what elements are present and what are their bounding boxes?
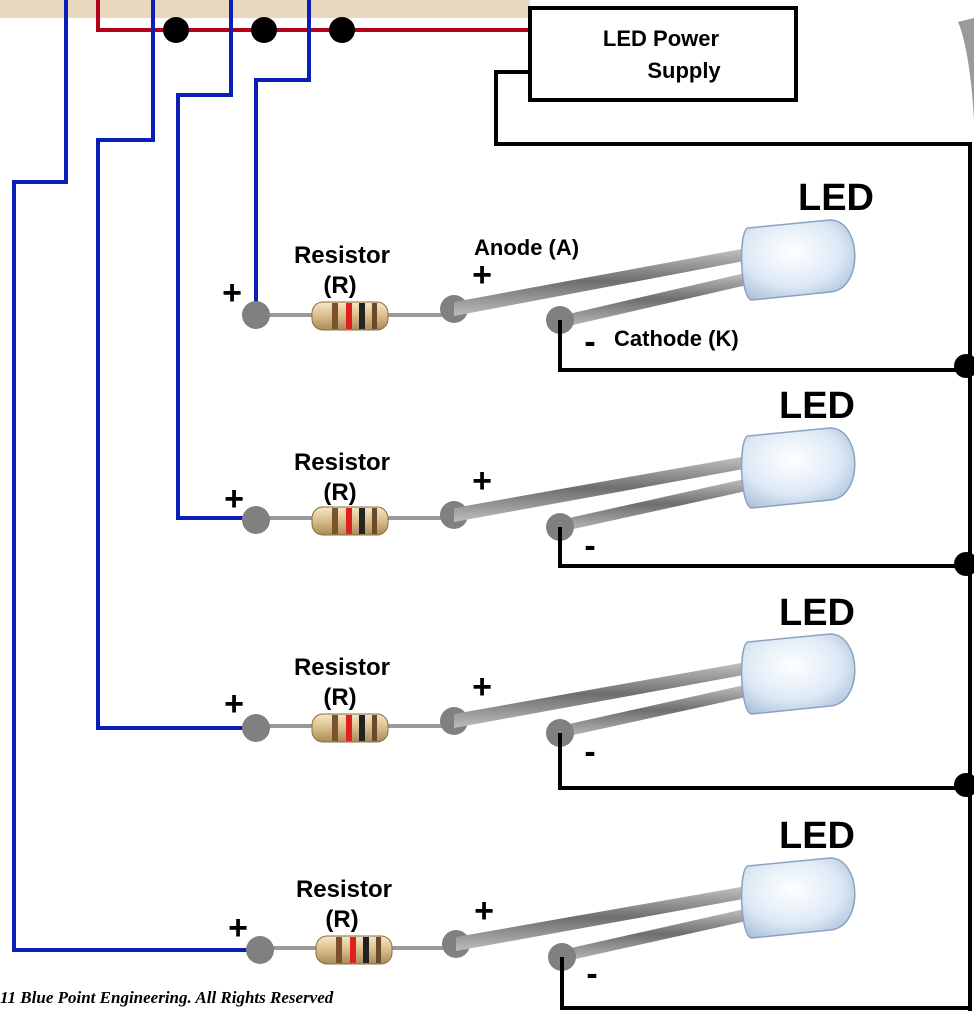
bus-junction-2	[251, 17, 277, 43]
led-circuit-3: LED Resistor (R) + + -	[224, 592, 974, 797]
ground-junction-3	[954, 773, 974, 797]
resistor-label-2: Resistor	[294, 449, 390, 476]
minus-2: -	[584, 527, 595, 565]
bus-junction-1	[163, 17, 189, 43]
resistor-symbol-label-1: (R)	[323, 272, 356, 299]
plus-right-4: +	[474, 892, 494, 930]
node-2-left	[242, 506, 270, 534]
cathode-label: Cathode (K)	[614, 326, 739, 351]
node-1-left	[242, 301, 270, 329]
led-circuit-4: LED Resistor (R) + + -	[228, 815, 970, 1010]
node-3-left	[242, 714, 270, 742]
minus-3: -	[584, 733, 595, 771]
ground-junction-2	[954, 552, 974, 576]
led-label-3: LED	[779, 592, 855, 634]
resistor-1	[311, 301, 389, 331]
bus-junction-3	[329, 17, 355, 43]
led-leads-1	[454, 246, 760, 328]
resistor-symbol-label-2: (R)	[323, 479, 356, 506]
ground-junction-1	[954, 354, 974, 378]
plus-left-1: +	[222, 274, 242, 312]
ground-return-wire	[494, 70, 972, 1011]
led-leads-3	[454, 660, 760, 738]
anode-label: Anode (A)	[474, 235, 579, 260]
led-label-1: LED	[798, 177, 874, 219]
led-label-2: LED	[779, 385, 855, 427]
positive-bus	[96, 0, 530, 32]
plus-right-1: +	[472, 256, 492, 294]
led-bulb-2	[740, 427, 856, 509]
led-circuit-1: LED Resistor (R) Anode (A) Cathode (K) +…	[222, 177, 974, 378]
led-bulb-3	[740, 633, 856, 715]
resistor-3	[311, 713, 389, 743]
power-supply: LED Power Supply	[528, 6, 798, 102]
resistor-symbol-label-3: (R)	[323, 684, 356, 711]
led-bulb-4	[740, 857, 856, 939]
resistor-symbol-label-4: (R)	[325, 906, 358, 933]
photo-fragment	[958, 18, 974, 120]
power-supply-label-line2: Supply	[647, 58, 721, 83]
cathode-wire-4	[560, 957, 970, 1010]
resistor-2	[311, 506, 389, 536]
minus-1: -	[584, 323, 595, 361]
top-background-strip	[0, 0, 530, 18]
cathode-wire-2	[558, 527, 970, 568]
led-leads-4	[456, 884, 760, 962]
plus-right-2: +	[472, 462, 492, 500]
power-supply-label-line1: LED Power	[603, 26, 720, 51]
cathode-wire-1	[558, 320, 970, 372]
plus-left-3: +	[224, 685, 244, 723]
led-leads-2	[454, 454, 760, 532]
led-label-4: LED	[779, 815, 855, 857]
plus-left-2: +	[224, 480, 244, 518]
minus-4: -	[586, 955, 597, 993]
node-4-left	[246, 936, 274, 964]
control-wires	[12, 0, 311, 952]
cathode-wire-3	[558, 733, 970, 790]
plus-left-4: +	[228, 909, 248, 947]
resistor-label-1: Resistor	[294, 242, 390, 269]
led-circuit-2: LED Resistor (R) + + -	[224, 385, 974, 576]
plus-right-3: +	[472, 668, 492, 706]
led-bulb-1	[740, 219, 856, 301]
copyright-notice: 11 Blue Point Engineering. All Rights Re…	[0, 988, 334, 1007]
resistor-label-4: Resistor	[296, 876, 392, 903]
resistor-4	[315, 935, 393, 965]
resistor-label-3: Resistor	[294, 654, 390, 681]
